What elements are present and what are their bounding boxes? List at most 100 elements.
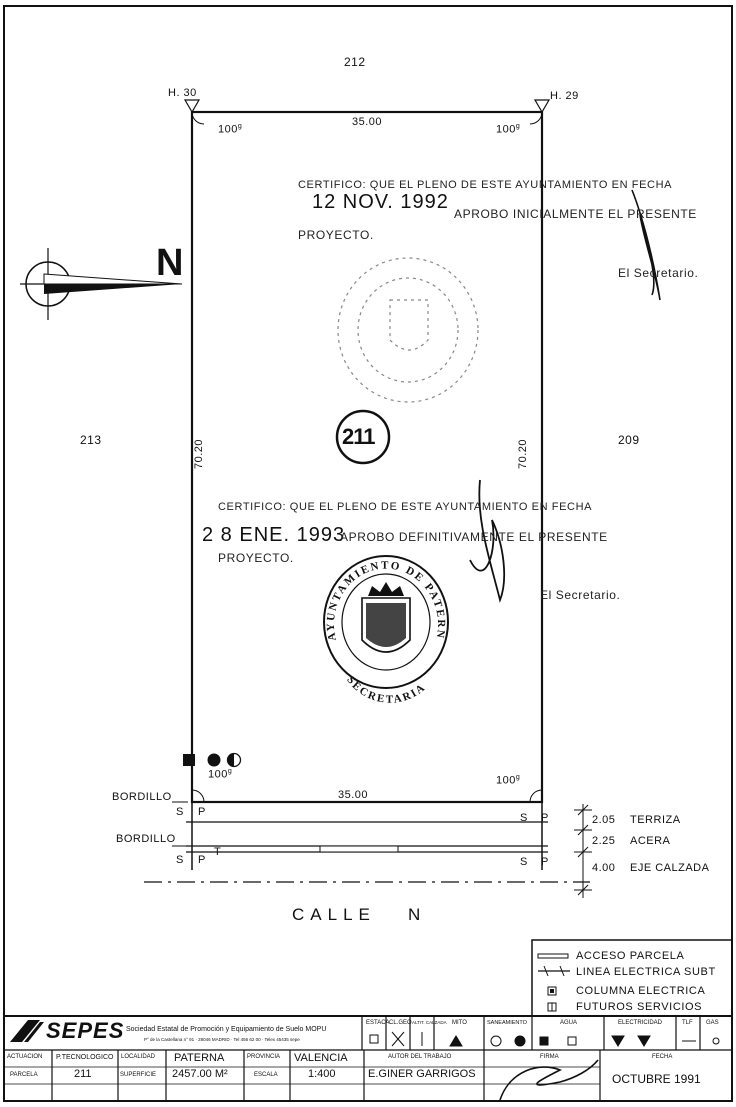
service-header-saneamiento: SANEAMIENTO bbox=[487, 1020, 527, 1026]
label-localidad: LOCALIDAD bbox=[121, 1054, 156, 1060]
sp-s-lower-right: S bbox=[520, 856, 528, 868]
value-escala: 1:400 bbox=[308, 1068, 336, 1080]
sp-t-marker: T bbox=[214, 846, 222, 858]
corner-marker-right bbox=[529, 99, 551, 125]
parcel-number: 211 bbox=[342, 424, 375, 449]
dim-axis-label: EJE CALZADA bbox=[630, 862, 710, 874]
corner-label-left: H. 30 bbox=[168, 87, 197, 99]
signature-1 bbox=[631, 189, 661, 301]
svg-text:SECRETARIA: SECRETARIA bbox=[344, 674, 428, 706]
sepes-logo-icon bbox=[10, 1020, 44, 1042]
north-arrow-icon bbox=[20, 248, 183, 320]
dim-terrace-value: 2.05 bbox=[592, 814, 616, 826]
legend-item-future-services: FUTUROS SERVICIOS bbox=[576, 1001, 703, 1013]
neighbor-parcel-top: 212 bbox=[344, 55, 366, 69]
parcel-number-circle bbox=[335, 409, 391, 465]
length-left: 70.20 bbox=[193, 438, 206, 470]
service-header-estaca: ESTACA bbox=[366, 1020, 390, 1026]
sp-s-lower-left: S bbox=[176, 854, 184, 866]
dim-axis-value: 4.00 bbox=[592, 862, 616, 874]
north-letter: N bbox=[156, 242, 184, 284]
curb-label-2: BORDILLO bbox=[116, 833, 176, 845]
cert1-line2: APROBO INICIALMENTE EL PRESENTE bbox=[454, 207, 697, 221]
value-autor: E.GINER GARRIGOS bbox=[368, 1068, 476, 1080]
value-superficie: 2457.00 M² bbox=[172, 1068, 228, 1080]
service-header-agua: AGUA bbox=[560, 1020, 578, 1026]
cert1-line3: PROYECTO. bbox=[298, 228, 374, 242]
label-parcela: PARCELA bbox=[10, 1072, 38, 1078]
neighbor-parcel-left: 213 bbox=[80, 433, 102, 447]
service-header-electricidad: ELECTRICIDAD bbox=[618, 1020, 663, 1026]
service-header-altit: ALTIT. CALZADA bbox=[412, 1020, 447, 1025]
cert2-line1: CERTIFICO: QUE EL PLENO DE ESTE AYUNTAMI… bbox=[218, 501, 593, 513]
legend-item-access: ACCESO PARCELA bbox=[576, 950, 685, 962]
sepes-logo-text: SEPES bbox=[46, 1018, 125, 1043]
width-top: 35.00 bbox=[352, 116, 383, 128]
cert2-signer: El Secretario. bbox=[540, 588, 621, 602]
faded-seal-stamp bbox=[337, 257, 479, 403]
cert1-date: 12 NOV. 1992 bbox=[312, 191, 449, 213]
company-name: Sociedad Estatal de Promoción y Equipami… bbox=[126, 1026, 327, 1033]
service-header-tlf: TLF bbox=[682, 1020, 693, 1026]
dim-terrace-label: TERRIZA bbox=[630, 814, 681, 826]
cert1-line1: CERTIFICO: QUE EL PLENO DE ESTE AYUNTAMI… bbox=[298, 179, 673, 191]
service-circle-icon bbox=[207, 753, 221, 767]
value-provincia: VALENCIA bbox=[294, 1052, 348, 1064]
service-icons bbox=[369, 1031, 720, 1047]
street-name: CALLE N bbox=[292, 905, 427, 924]
cert2-date: 2 8 ENE. 1993 bbox=[202, 524, 346, 546]
sp-p-lower-right: P bbox=[541, 856, 549, 868]
cert1-signer: El Secretario. bbox=[618, 266, 699, 280]
dimension-chain bbox=[574, 804, 592, 898]
dim-sidewalk-label: ACERA bbox=[630, 835, 671, 847]
angle-bottom-right: 100g bbox=[496, 774, 521, 787]
value-parcela: 211 bbox=[74, 1068, 92, 1080]
value-localidad: PATERNA bbox=[174, 1052, 225, 1064]
service-header-clgeo: CL.GEO bbox=[389, 1020, 412, 1026]
parcel-outline bbox=[190, 110, 544, 804]
company-address: P° de la Castellana n° 91 · 28046 MADRID… bbox=[144, 1037, 300, 1042]
service-header-mito: MITO bbox=[452, 1020, 467, 1026]
label-firma: FIRMA bbox=[540, 1054, 559, 1060]
dim-sidewalk-value: 2.25 bbox=[592, 835, 616, 847]
label-superficie: SUPERFICIE bbox=[120, 1072, 157, 1078]
value-fecha: OCTUBRE 1991 bbox=[612, 1072, 701, 1086]
sp-p-lower-left: P bbox=[198, 854, 206, 866]
seal-stamp-ayuntamiento: AYUNTAMIENTO DE PATERNA SECRETARIA bbox=[0, 0, 449, 706]
seal-text-bottom: SECRETARIA bbox=[344, 674, 426, 706]
service-square-icon bbox=[183, 754, 195, 766]
author-signature bbox=[499, 1059, 599, 1101]
sp-p-upper-right: P bbox=[541, 812, 549, 824]
legend-item-electric-column: COLUMNA ELECTRICA bbox=[576, 985, 706, 997]
sp-p-upper-left: P bbox=[198, 806, 206, 818]
cert2-line3: PROYECTO. bbox=[218, 551, 294, 565]
sp-s-upper-left: S bbox=[176, 806, 184, 818]
signature-2 bbox=[469, 479, 505, 603]
street-lines bbox=[144, 801, 590, 883]
angle-arc-bottom-left bbox=[191, 789, 205, 803]
legend-item-electric-line: LINEA ELECTRICA SUBT bbox=[576, 966, 716, 978]
service-half-circle-icon bbox=[226, 752, 242, 768]
value-actuacion: P.TECNOLOGICO bbox=[56, 1054, 114, 1061]
angle-arc-bottom-right bbox=[529, 789, 543, 803]
label-escala: ESCALA bbox=[254, 1072, 278, 1078]
length-right: 70.20 bbox=[517, 438, 530, 470]
label-autor: AUTOR DEL TRABAJO bbox=[388, 1054, 452, 1060]
sp-s-upper-right: S bbox=[520, 812, 528, 824]
angle-bottom-left: 100g bbox=[208, 768, 233, 781]
service-header-gas: GAS bbox=[706, 1020, 719, 1026]
width-bottom: 35.00 bbox=[338, 789, 369, 801]
curb-label-1: BORDILLO bbox=[112, 791, 172, 803]
neighbor-parcel-right: 209 bbox=[618, 433, 640, 447]
label-fecha: FECHA bbox=[652, 1054, 673, 1060]
sheet-frame bbox=[3, 5, 733, 1102]
cert2-line2: APROBO DEFINITIVAMENTE EL PRESENTE bbox=[340, 530, 608, 544]
label-provincia: PROVINCIA bbox=[247, 1054, 281, 1060]
label-actuacion: ACTUACION bbox=[7, 1054, 43, 1060]
corner-marker-left bbox=[183, 99, 205, 125]
angle-top-left: 100g bbox=[218, 123, 243, 136]
angle-top-right: 100g bbox=[496, 123, 521, 136]
title-block-grid bbox=[3, 1015, 733, 1102]
corner-label-right: H. 29 bbox=[550, 90, 579, 102]
